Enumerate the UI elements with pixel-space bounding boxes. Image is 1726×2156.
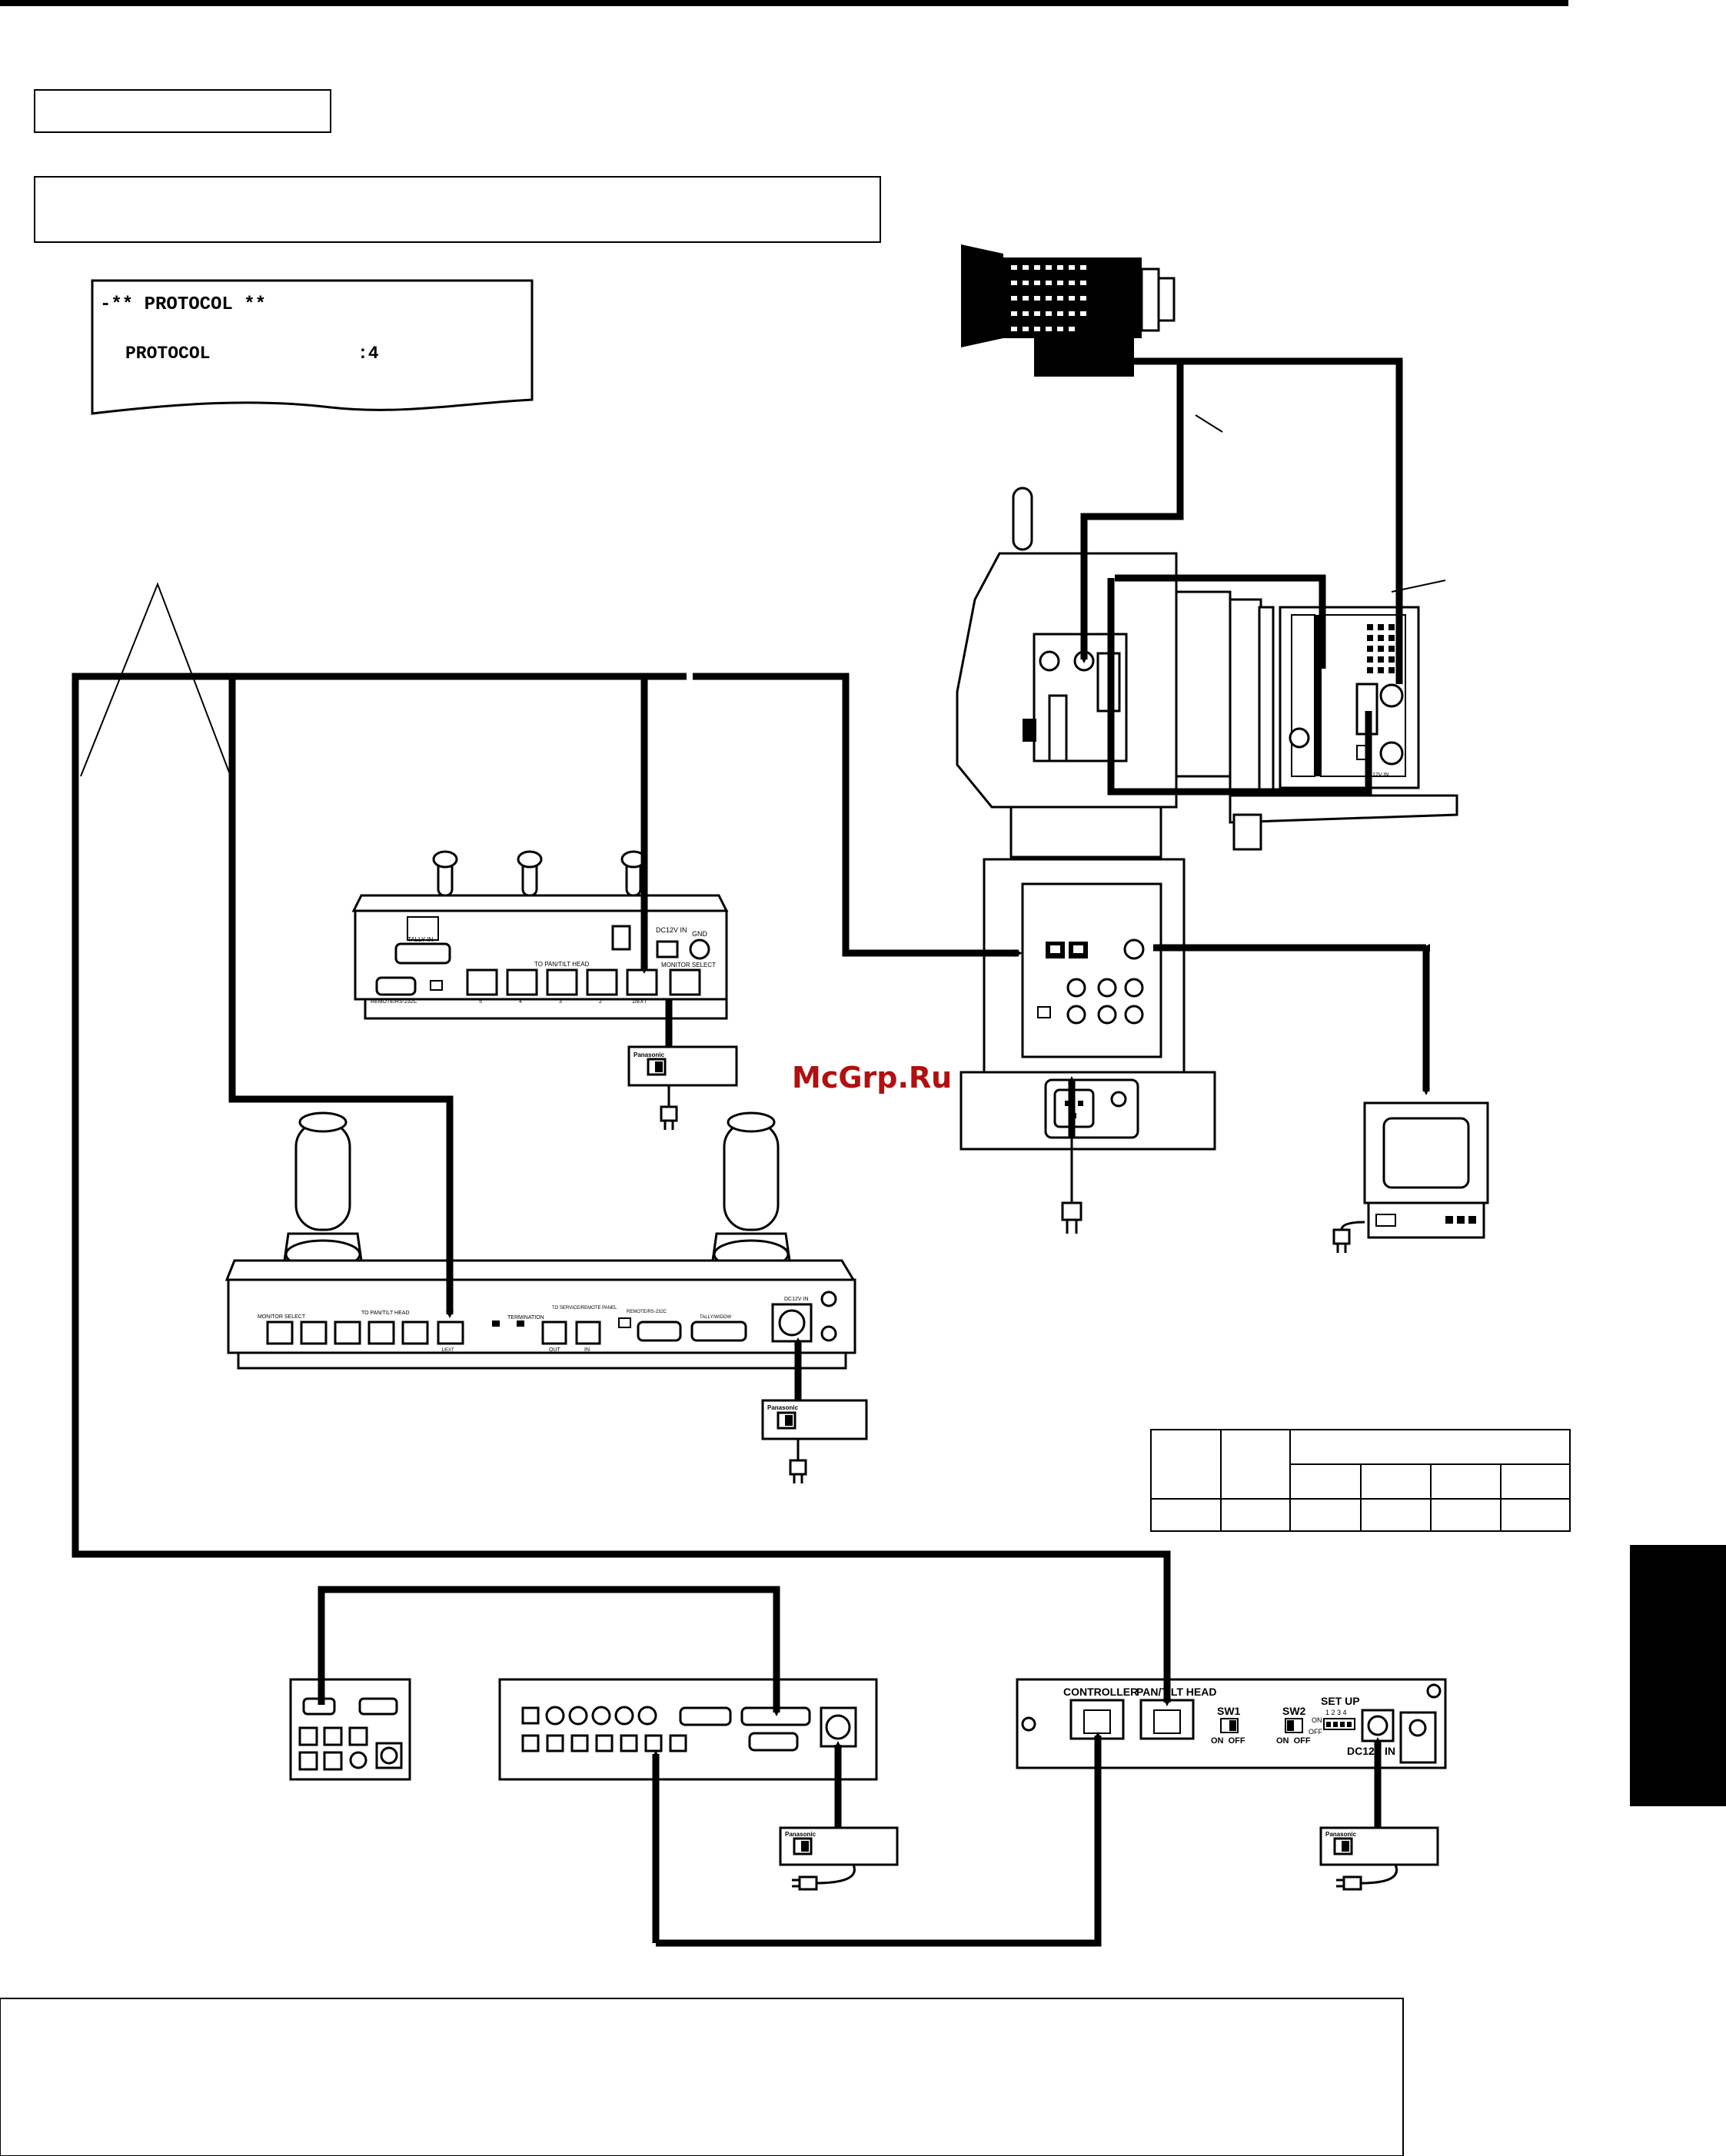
callout-lines: [80, 582, 231, 777]
converter-sw2-onoff: ON OFF: [1276, 1736, 1311, 1746]
switch-settings-table: [1150, 1429, 1571, 1532]
power-cords: [660, 1085, 1398, 1891]
compact-to-head-label: TO PAN/TILT HEAD: [534, 961, 590, 968]
compact-port-label: 3: [559, 999, 562, 1005]
joystick-out-label: OUT: [549, 1347, 561, 1353]
converter-setup-label: SET UP: [1321, 1695, 1360, 1707]
pan-tilt-head-base: [959, 858, 1216, 1151]
remote-panel-unit: [289, 1678, 411, 1781]
chapter-tab: [1630, 1545, 1726, 1806]
compact-monitor-select-label: MONITOR SELECT: [661, 962, 716, 968]
compact-tally-label: TALLY IN: [407, 936, 434, 943]
joystick-port-label: 1/EXT: [441, 1348, 454, 1353]
joystick-to-panel-label: TO SERVICE/REMOTE PANEL: [552, 1306, 617, 1311]
compact-gnd-label: GND: [692, 930, 708, 938]
cable-gap: [687, 669, 693, 686]
camera-control-unit: [498, 1678, 878, 1781]
converter-sw1-onoff: ON OFF: [1211, 1736, 1245, 1746]
connection-cables: [72, 357, 1430, 1947]
ac-adaptor-joystick: Panasonic: [761, 1399, 868, 1440]
compact-port-label: 1/EXT: [632, 999, 647, 1005]
note-box: [0, 1998, 1404, 2156]
ac-adaptor-converter: Panasonic: [1319, 1826, 1439, 1866]
joystick-controller: MONITOR SELECT TO PAN/TILT HEAD 1/EXT TE…: [224, 1111, 856, 1370]
protocol-menu-screen: -** PROTOCOL ** PROTOCOL :4: [91, 279, 534, 415]
ac-adaptor-ccu: Panasonic: [779, 1826, 899, 1866]
protocol-converter: CONTROLLER PAN/TILT HEAD SW1 ON OFF SW2 …: [1016, 1678, 1447, 1769]
converter-setup-numbers: 1 2 3 4: [1325, 1709, 1347, 1716]
menu-row-value: :4: [358, 344, 379, 364]
converter-controller-label: CONTROLLER: [1063, 1686, 1138, 1698]
joystick-remote-label: REMOTE/RS-232C: [627, 1310, 667, 1314]
adaptor-brand: Panasonic: [634, 1051, 665, 1058]
compact-controller: TALLY IN DC12V IN GND TO PAN/TILT HEAD M…: [351, 850, 729, 1020]
menu-row-label: PROTOCOL: [125, 344, 210, 364]
adaptor-brand: Panasonic: [785, 1831, 816, 1838]
joystick-dc-in-label: DC12V IN: [784, 1297, 809, 1302]
converter-setup-on: ON: [1312, 1716, 1322, 1724]
converter-head-label: PAN/TILT HEAD: [1136, 1686, 1216, 1698]
compact-port-label: 2: [599, 999, 602, 1005]
joystick-rj45-ports: [266, 1321, 464, 1345]
compact-remote-label: REMOTE/RS-232C: [371, 999, 417, 1005]
adaptor-brand: Panasonic: [767, 1404, 799, 1411]
converter-dc-in-label: DC12V IN: [1347, 1745, 1395, 1757]
converter-sw2-label: SW2: [1282, 1705, 1306, 1717]
joystick-monitor-select-label: MONITOR SELECT: [258, 1314, 306, 1320]
ac-adaptor-compact: Panasonic: [627, 1045, 738, 1087]
header-rule: [0, 0, 1568, 6]
compact-dc-in-label: DC12V IN: [656, 926, 687, 934]
video-monitor: [1363, 1101, 1489, 1239]
converter-sw1-label: SW1: [1217, 1705, 1241, 1717]
joystick-termination-label: TERMINATION: [507, 1315, 544, 1321]
compact-rj45-ports: [466, 968, 701, 996]
lens-cable-leader: [1195, 414, 1223, 433]
watermark-text: McGrp.Ru: [792, 1061, 952, 1095]
joystick-to-head-label: TO PAN/TILT HEAD: [361, 1311, 410, 1316]
converter-setup-off: OFF: [1309, 1728, 1322, 1736]
zoom-lens: [961, 244, 1176, 377]
section-heading-box: [34, 89, 331, 133]
joystick-tally-label: TALLY/WIDOW: [700, 1315, 731, 1320]
compact-port-label: 5: [479, 999, 482, 1005]
pan-tilt-head-camera: DC12V IN: [956, 487, 1458, 859]
menu-title: -** PROTOCOL **: [100, 294, 266, 315]
camera-rear-dc-label: DC12V IN: [1365, 772, 1389, 778]
instruction-box: [34, 176, 881, 243]
compact-port-label: 4: [519, 999, 522, 1005]
joystick-in-label: IN: [584, 1347, 590, 1353]
adaptor-brand: Panasonic: [1325, 1831, 1357, 1838]
